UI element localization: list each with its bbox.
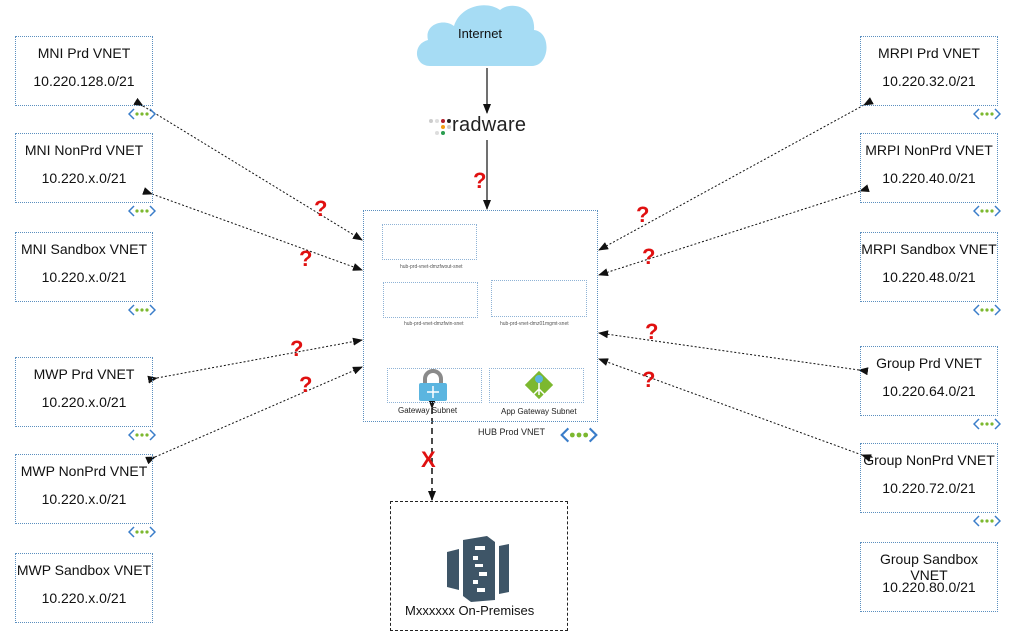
question-mark: ?	[473, 168, 487, 193]
hub-title: HUB Prod VNET	[478, 427, 546, 437]
app-gateway-subnet-label: App Gateway Subnet	[501, 407, 577, 416]
vnet-cidr: 10.220.64.0/21	[882, 383, 976, 399]
question-mark: ?	[299, 246, 313, 271]
subnet-label: hub-prd-vnet-dmz01mgmt-snet	[500, 321, 569, 327]
hub-peering-icon	[560, 427, 598, 443]
vnet-cidr: 10.220.x.0/21	[41, 590, 127, 606]
connectors	[133, 68, 874, 501]
vnet-cidr: 10.220.48.0/21	[882, 269, 976, 285]
vnet-name: Group NonPrd VNET	[863, 452, 995, 468]
vnet-peering-icon	[973, 205, 1001, 217]
vnet-peering-icon	[973, 418, 1001, 430]
vnet-name: MWP NonPrd VNET	[20, 463, 148, 479]
vnet-mrpi-prd[interactable]: MRPI Prd VNET 10.220.32.0/21	[860, 36, 998, 106]
building-icon	[447, 536, 509, 602]
question-mark: ?	[299, 372, 313, 397]
vnet-name: MRPI Sandbox VNET	[861, 241, 997, 257]
onprem-label: Mxxxxxx On-Premises	[405, 603, 535, 618]
subnet-gateway[interactable]	[387, 368, 482, 403]
peering-line-mwp-nonprd	[145, 366, 363, 465]
vnet-cidr: 10.220.x.0/21	[41, 170, 127, 186]
vnet-cidr: 10.220.32.0/21	[882, 73, 976, 89]
vnet-peering-icon	[128, 526, 156, 538]
vnet-cidr: 10.220.128.0/21	[33, 73, 135, 89]
vnet-mrpi-nonprd[interactable]: MRPI NonPrd VNET 10.220.40.0/21	[860, 133, 998, 203]
subnet-dmz01mgmt[interactable]	[491, 280, 587, 317]
vnet-cidr: 10.220.x.0/21	[41, 394, 127, 410]
vnet-peering-icon	[128, 429, 156, 441]
vnet-cidr: 10.220.x.0/21	[41, 269, 127, 285]
vnet-cidr: 10.220.72.0/21	[882, 480, 976, 496]
vnet-mwp-prd[interactable]: MWP Prd VNET 10.220.x.0/21	[15, 357, 153, 427]
question-mark: ?	[290, 336, 304, 361]
internet-cloud-icon	[416, 5, 547, 67]
question-mark: ?	[642, 244, 656, 269]
blocked-mark: X	[421, 447, 436, 472]
vnet-mrpi-sandbox[interactable]: MRPI Sandbox VNET 10.220.48.0/21	[860, 232, 998, 302]
vnet-mwp-sandbox[interactable]: MWP Sandbox VNET 10.220.x.0/21	[15, 553, 153, 623]
vnet-mni-sandbox[interactable]: MNI Sandbox VNET 10.220.x.0/21	[15, 232, 153, 302]
gateway-subnet-label: Gateway Subnet	[398, 406, 458, 415]
subnet-label: hub-prd-vnet-dmzfwin-snet	[404, 321, 464, 327]
vnet-peering-icon	[128, 108, 156, 120]
vnet-peering-icon	[128, 304, 156, 316]
vnet-mwp-nonprd[interactable]: MWP NonPrd VNET 10.220.x.0/21	[15, 454, 153, 524]
peering-line-mni-prd	[133, 97, 363, 241]
vnet-cidr: 10.220.40.0/21	[882, 170, 976, 186]
vnet-mni-prd[interactable]: MNI Prd VNET 10.220.128.0/21	[15, 36, 153, 106]
peering-line-group-nonprd	[598, 358, 872, 462]
question-mark: ?	[314, 196, 328, 221]
peering-line-mrpi-nonprd	[598, 184, 870, 277]
vpn-gateway-icon	[419, 369, 447, 401]
peering-line-mni-nonprd	[142, 187, 363, 271]
question-mark: ?	[636, 202, 650, 227]
hub-vnet[interactable]: hub-prd-vnet-dmzfwout-snet hub-prd-vnet-…	[363, 210, 598, 422]
vnet-mni-nonprd[interactable]: MNI NonPrd VNET 10.220.x.0/21	[15, 133, 153, 203]
vnet-peering-icon	[973, 304, 1001, 316]
vnet-peering-icon	[973, 515, 1001, 527]
radware-label: radware	[452, 114, 527, 136]
vnet-name: Group Prd VNET	[876, 355, 982, 371]
vnet-name: MWP Prd VNET	[33, 366, 135, 382]
subnet-dmzfwout[interactable]	[382, 224, 477, 260]
vnet-peering-icon	[973, 108, 1001, 120]
vnet-name: MNI Prd VNET	[37, 45, 131, 61]
vnet-peering-icon	[128, 205, 156, 217]
vnet-name: MNI NonPrd VNET	[24, 142, 144, 158]
question-mark: ?	[642, 367, 656, 392]
vnet-cidr: 10.220.x.0/21	[41, 491, 127, 507]
vnet-name: MNI Sandbox VNET	[20, 241, 148, 257]
vnet-name: MRPI NonPrd VNET	[865, 142, 993, 158]
vnet-group-nonprd[interactable]: Group NonPrd VNET 10.220.72.0/21	[860, 443, 998, 513]
vnet-group-sandbox[interactable]: Group Sandbox VNET 10.220.80.0/21	[860, 542, 998, 612]
vnet-cidr: 10.220.80.0/21	[882, 579, 976, 595]
vnet-group-prd[interactable]: Group Prd VNET 10.220.64.0/21	[860, 346, 998, 416]
peering-line-mrpi-prd	[598, 97, 874, 251]
question-mark: ?	[645, 319, 659, 344]
peering-line-group-prd	[598, 330, 869, 376]
application-gateway-icon	[524, 370, 554, 400]
vnet-name: MRPI Prd VNET	[878, 45, 980, 61]
peering-line-mwp-prd	[147, 337, 363, 384]
radware-logo-icon	[429, 119, 451, 135]
internet-label: Internet	[457, 26, 503, 41]
subnet-dmzfwin[interactable]	[383, 282, 478, 318]
vnet-name: Group Sandbox VNET	[879, 551, 979, 583]
subnet-label: hub-prd-vnet-dmzfwout-snet	[400, 264, 463, 270]
subnet-app-gateway[interactable]	[489, 368, 584, 403]
vnet-name: MWP Sandbox VNET	[16, 562, 152, 578]
